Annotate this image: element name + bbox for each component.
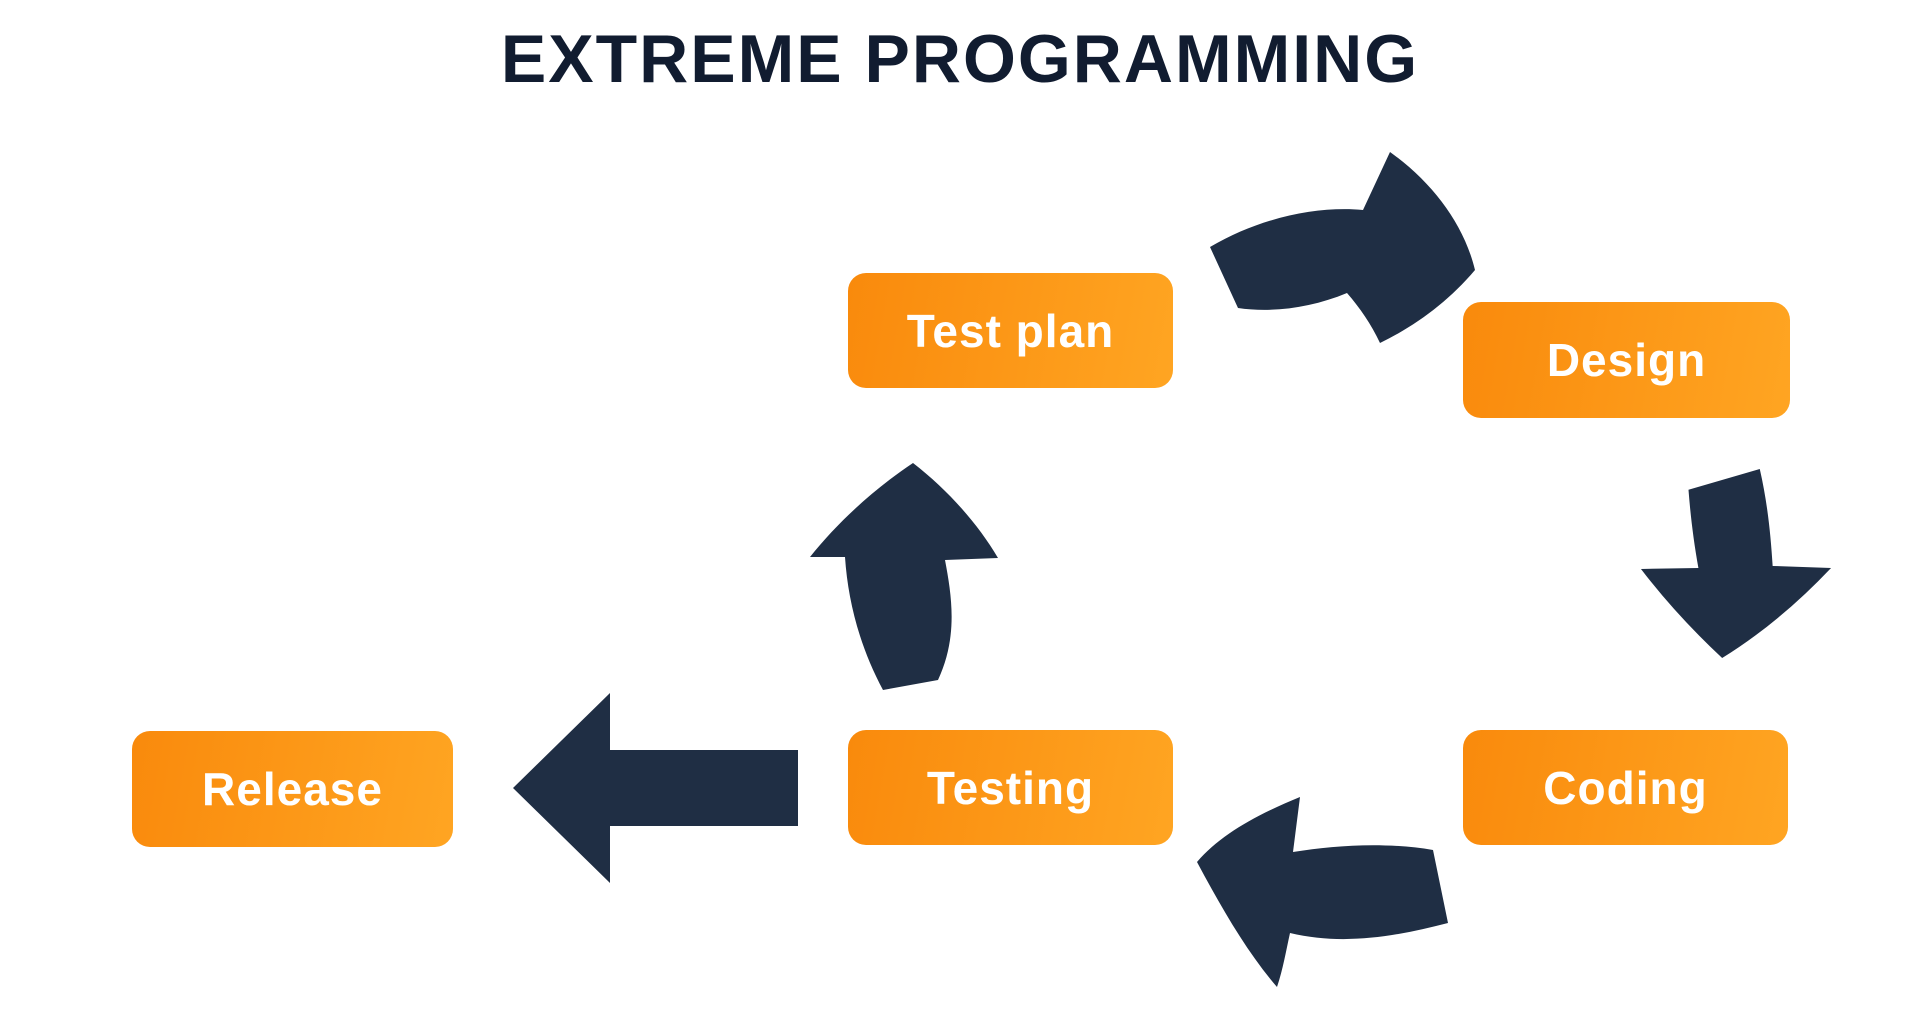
arrow-testplan-to-design-icon xyxy=(1208,150,1478,345)
node-coding: Coding xyxy=(1463,730,1788,845)
node-coding-label: Coding xyxy=(1543,761,1708,814)
page-title: EXTREME PROGRAMMING xyxy=(500,21,1420,97)
arrow-design-to-coding-icon xyxy=(1640,464,1835,662)
node-test-plan-label: Test plan xyxy=(906,304,1115,357)
arrow-testing-to-release-icon xyxy=(513,693,798,883)
arrow-testing-to-testplan-icon xyxy=(810,462,1005,692)
node-test-plan: Test plan xyxy=(848,273,1173,388)
node-testing-label: Testing xyxy=(926,761,1095,814)
node-design-label: Design xyxy=(1546,334,1707,386)
arrow-coding-to-testing-icon xyxy=(1196,795,1451,990)
node-design: Design xyxy=(1463,302,1790,418)
node-release-label: Release xyxy=(202,763,383,815)
node-release: Release xyxy=(132,731,453,847)
node-testing: Testing xyxy=(848,730,1173,845)
